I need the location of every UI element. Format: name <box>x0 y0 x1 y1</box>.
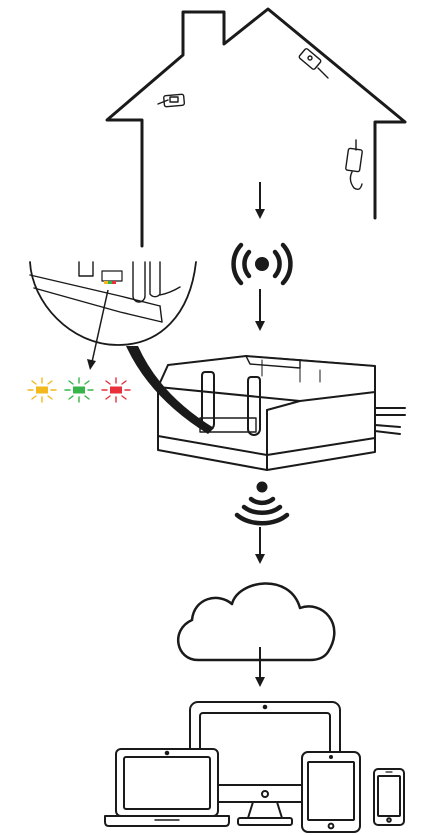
wall-sensor-icon <box>157 93 186 108</box>
house-icon <box>105 7 407 248</box>
arrow-down-icon <box>87 289 109 370</box>
led-red-icon <box>101 377 131 403</box>
smartphone-icon <box>373 768 405 826</box>
status-led-row <box>27 377 131 403</box>
arrow-down-icon <box>255 527 265 564</box>
arrow-down-icon <box>255 647 265 687</box>
arrow-down-icon <box>255 182 265 219</box>
zoom-detail <box>29 261 197 346</box>
laptop-icon <box>104 748 230 827</box>
gateway-device-icon <box>157 355 406 471</box>
led-yellow-icon <box>27 377 57 403</box>
arrow-down-icon <box>255 289 265 331</box>
wall-sensor-icon <box>345 139 363 191</box>
cloud-icon <box>176 582 336 662</box>
wifi-icon <box>234 481 290 526</box>
radio-signal-icon <box>231 242 293 286</box>
zoom-connector <box>126 346 214 434</box>
tablet-icon <box>301 751 361 833</box>
wall-sensor-icon <box>298 48 329 79</box>
led-green-icon <box>64 377 94 403</box>
